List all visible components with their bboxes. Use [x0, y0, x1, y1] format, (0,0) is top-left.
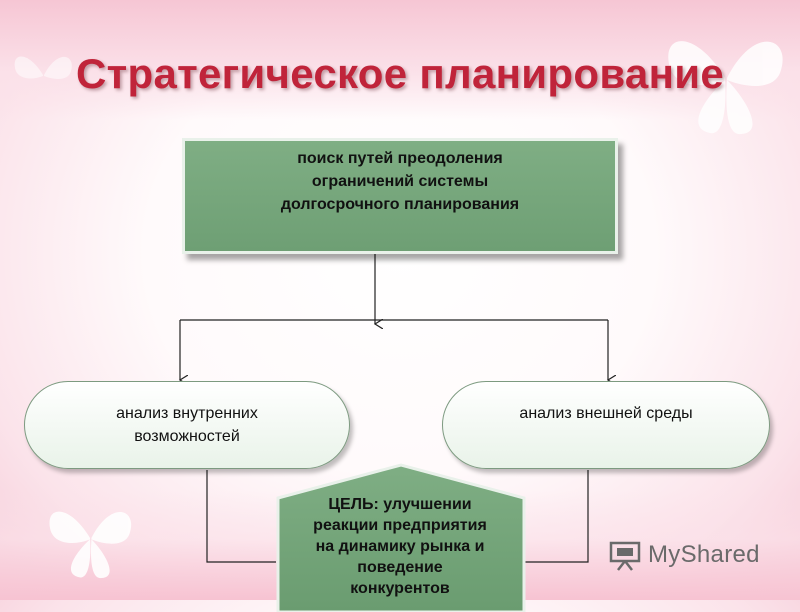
watermark-logo: MyShared: [608, 538, 760, 572]
butterfly-icon: [668, 41, 783, 135]
internal-analysis-line: анализ внутренних: [116, 405, 258, 422]
connector-right-to-goal: [524, 470, 589, 563]
top-box-line: поиск путей преодоления: [297, 150, 503, 167]
butterfly-icon: [14, 56, 72, 79]
presentation-board-icon: [609, 541, 641, 571]
goal-line: на динамику рынка и: [315, 538, 485, 555]
top-process-box: поиск путей преодоления ограничений сист…: [182, 138, 618, 254]
external-analysis-line: анализ внешней среды: [519, 405, 693, 422]
internal-analysis-line: возможностей: [134, 428, 240, 445]
goal-pentagon-shape: [276, 463, 526, 612]
goal-box-text: ЦЕЛЬ: улучшении реакции предприятия на д…: [278, 494, 522, 599]
goal-line: конкурентов: [350, 580, 450, 597]
slide-title: Стратегическое планирование: [75, 50, 725, 97]
top-box-line: долгосрочного планирования: [280, 196, 520, 213]
top-box-line: ограничений системы: [311, 173, 489, 190]
watermark-text: MyShared: [648, 541, 760, 568]
butterfly-icon: [49, 511, 132, 579]
goal-line: ЦЕЛЬ: улучшении: [328, 496, 472, 513]
goal-line: реакции предприятия: [313, 517, 487, 534]
external-analysis-box: анализ внешней среды: [442, 381, 770, 469]
connector-left-to-goal: [206, 470, 276, 563]
internal-analysis-box: анализ внутренних возможностей: [24, 381, 350, 469]
decorative-top-band: [0, 0, 800, 120]
goal-line: поведение: [357, 559, 443, 576]
